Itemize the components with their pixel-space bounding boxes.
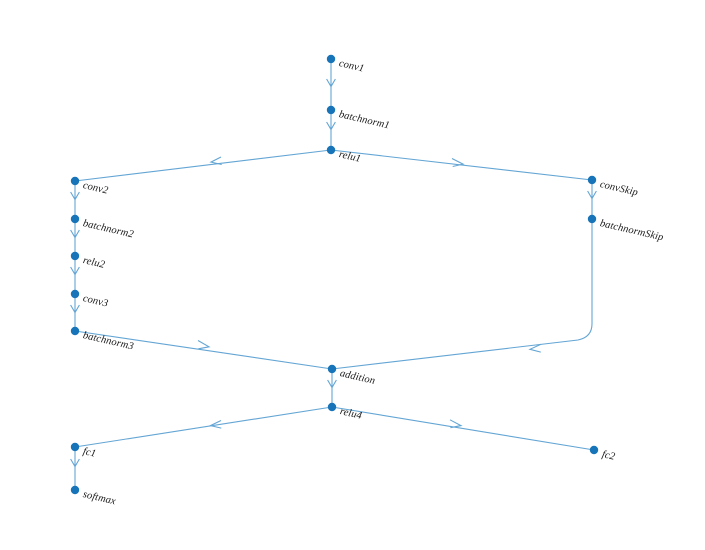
graph-node-relu4[interactable] — [327, 402, 337, 412]
graph-node-batchnorm1[interactable] — [326, 105, 336, 115]
edge-relu1-conv2 — [74, 149, 332, 182]
edge-fc1-softmax — [70, 447, 80, 490]
graph-node-fc2[interactable] — [589, 445, 599, 455]
edge-relu4-fc1 — [74, 406, 333, 448]
graph-nodes-layer — [70, 54, 599, 495]
graph-node-conv2[interactable] — [70, 176, 80, 186]
edge-relu1-convskip — [330, 149, 593, 181]
graph-node-batchnorm3[interactable] — [70, 326, 80, 336]
graph-node-fc1[interactable] — [70, 442, 80, 452]
edge-addition-relu4 — [327, 369, 337, 407]
edge-batchnorm3-addition — [74, 330, 333, 370]
edge-relu2-conv3 — [70, 256, 80, 294]
edge-relu4-fc2 — [331, 406, 595, 451]
graph-node-batchnormSkip[interactable] — [587, 214, 597, 224]
graph-node-batchnorm2[interactable] — [70, 214, 80, 224]
edge-batchnorm2-relu2 — [70, 219, 80, 256]
graph-node-softmax[interactable] — [70, 485, 80, 495]
edge-conv2-batchnorm2 — [70, 181, 80, 219]
edge-convskip-batchnormskip — [587, 180, 597, 219]
edge-batchnorm1-relu1 — [326, 110, 336, 150]
edge-conv3-batchnorm3 — [70, 294, 80, 331]
graph-node-conv3[interactable] — [70, 289, 80, 299]
graph-node-addition[interactable] — [327, 364, 337, 374]
edge-conv1-batchnorm1 — [326, 59, 336, 110]
edge-batchnormskip-addition — [331, 219, 593, 370]
graph-node-relu2[interactable] — [70, 251, 80, 261]
graph-node-relu1[interactable] — [326, 145, 336, 155]
graph-node-conv1[interactable] — [326, 54, 336, 64]
graph-node-convSkip[interactable] — [587, 175, 597, 185]
